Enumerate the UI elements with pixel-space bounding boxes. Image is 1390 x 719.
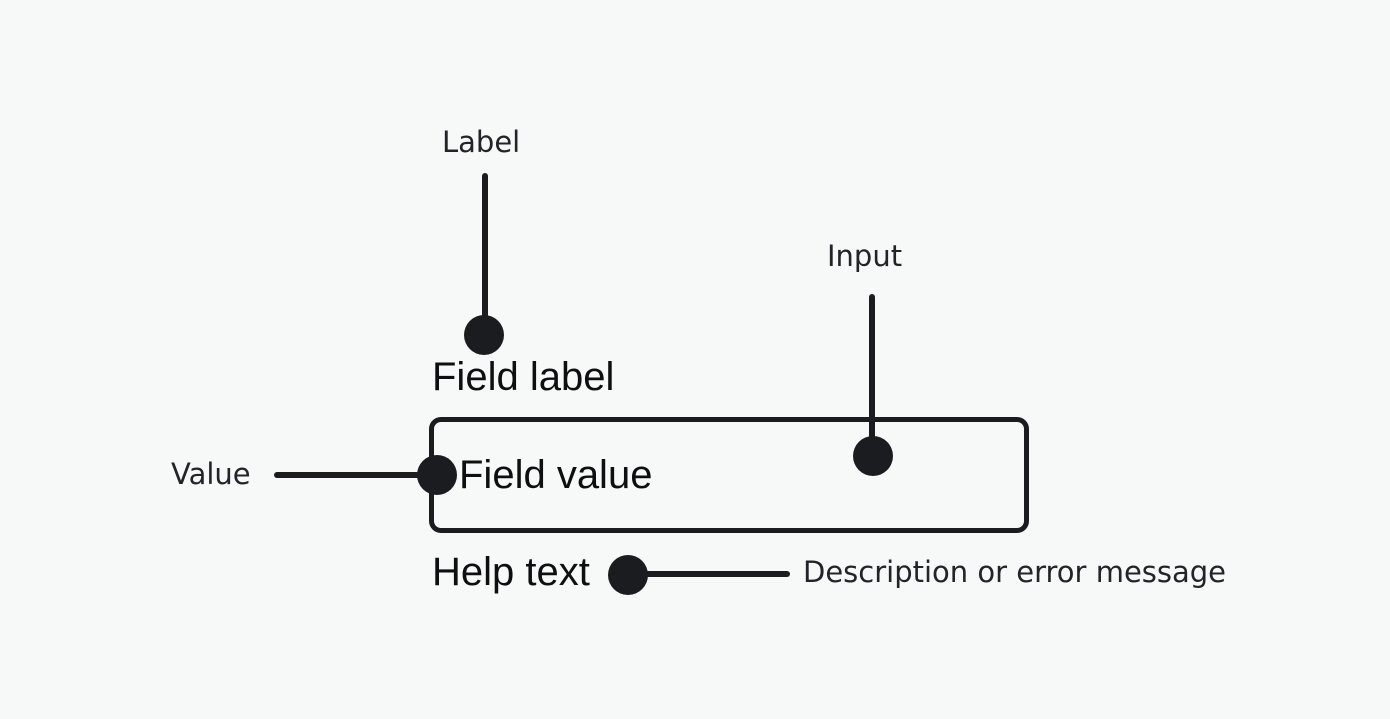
input-connector-line [869, 294, 875, 456]
input-box[interactable]: Field value [429, 417, 1029, 533]
label-connector-dot [464, 315, 504, 355]
value-connector-line [274, 472, 437, 478]
help-connector-line [628, 571, 790, 577]
input-connector-dot [853, 436, 893, 476]
value-connector-dot [417, 455, 457, 495]
label-annotation: Label [442, 125, 521, 159]
field-value-text: Field value [459, 453, 653, 497]
help-text: Help text [432, 550, 590, 594]
value-annotation: Value [171, 457, 251, 491]
input-annotation: Input [827, 239, 903, 273]
label-connector-line [482, 173, 488, 335]
field-label-text: Field label [432, 355, 615, 399]
description-annotation: Description or error message [803, 555, 1227, 589]
